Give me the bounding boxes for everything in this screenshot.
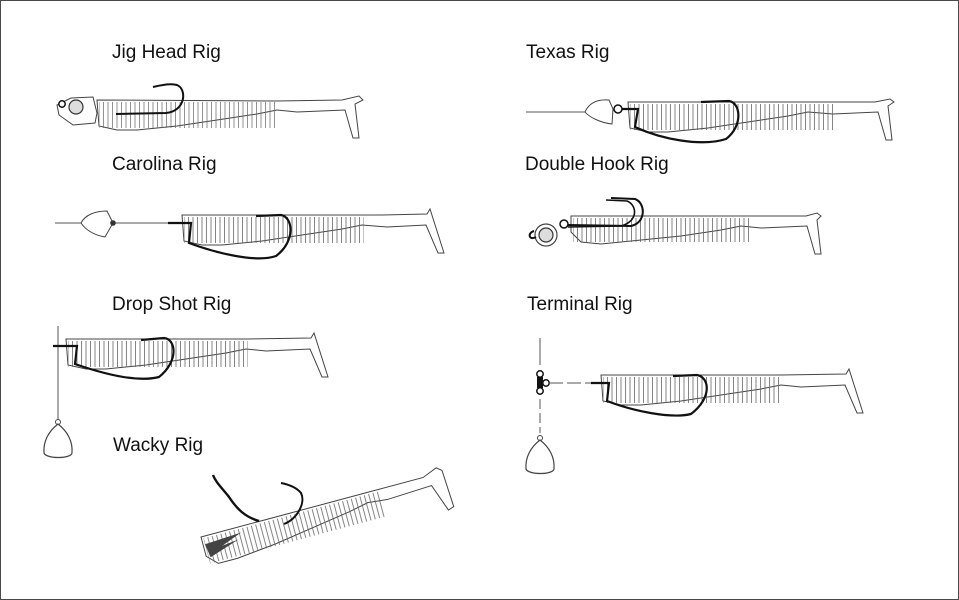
bait-body: [570, 212, 822, 255]
hook-shank: [211, 474, 260, 523]
bullet-sinker: [80, 210, 114, 238]
hook: [168, 213, 292, 260]
label-wacky-rig: Wacky Rig: [113, 435, 204, 456]
drop-shot-weight: [43, 423, 73, 459]
hook-bend: [280, 482, 304, 525]
texas-rig-illustration: [526, 98, 895, 144]
bait-body: [65, 331, 329, 378]
hook-1: [567, 197, 644, 228]
jig-head: [56, 96, 98, 126]
terminal-rig-illustration: [525, 338, 864, 475]
label-carolina-rig: Carolina Rig: [112, 154, 217, 175]
line-tie-eye: [58, 100, 66, 108]
bait-body: [627, 98, 895, 141]
bait-body: [96, 95, 364, 139]
label-terminal-rig: Terminal Rig: [527, 294, 633, 315]
hook-2: [567, 199, 636, 228]
drop-shot-rig-illustration: [43, 326, 329, 459]
wacky-rig-illustration: [200, 467, 455, 564]
jig-head-rig-illustration: [56, 83, 364, 139]
bait-body: [600, 367, 864, 414]
label-drop-shot-rig: Drop Shot Rig: [112, 294, 232, 315]
bait-body: [181, 207, 445, 254]
label-double-hook-rig: Double Hook Rig: [525, 154, 669, 175]
double-hook-rig-illustration: [528, 197, 822, 255]
bait-insert: [205, 532, 242, 558]
three-way-swivel: [536, 370, 550, 395]
bead: [110, 220, 116, 226]
hook: [591, 373, 708, 417]
label-texas-rig: Texas Rig: [526, 42, 610, 63]
carolina-rig-illustration: [55, 207, 445, 260]
bullet-sinker: [584, 99, 614, 125]
hook: [53, 336, 175, 380]
hook: [115, 83, 185, 115]
label-jig-head-rig: Jig Head Rig: [112, 42, 221, 63]
hook: [622, 99, 740, 144]
sinker-weight: [525, 439, 555, 475]
jig-head: [528, 223, 558, 247]
bait-body: [200, 467, 455, 564]
